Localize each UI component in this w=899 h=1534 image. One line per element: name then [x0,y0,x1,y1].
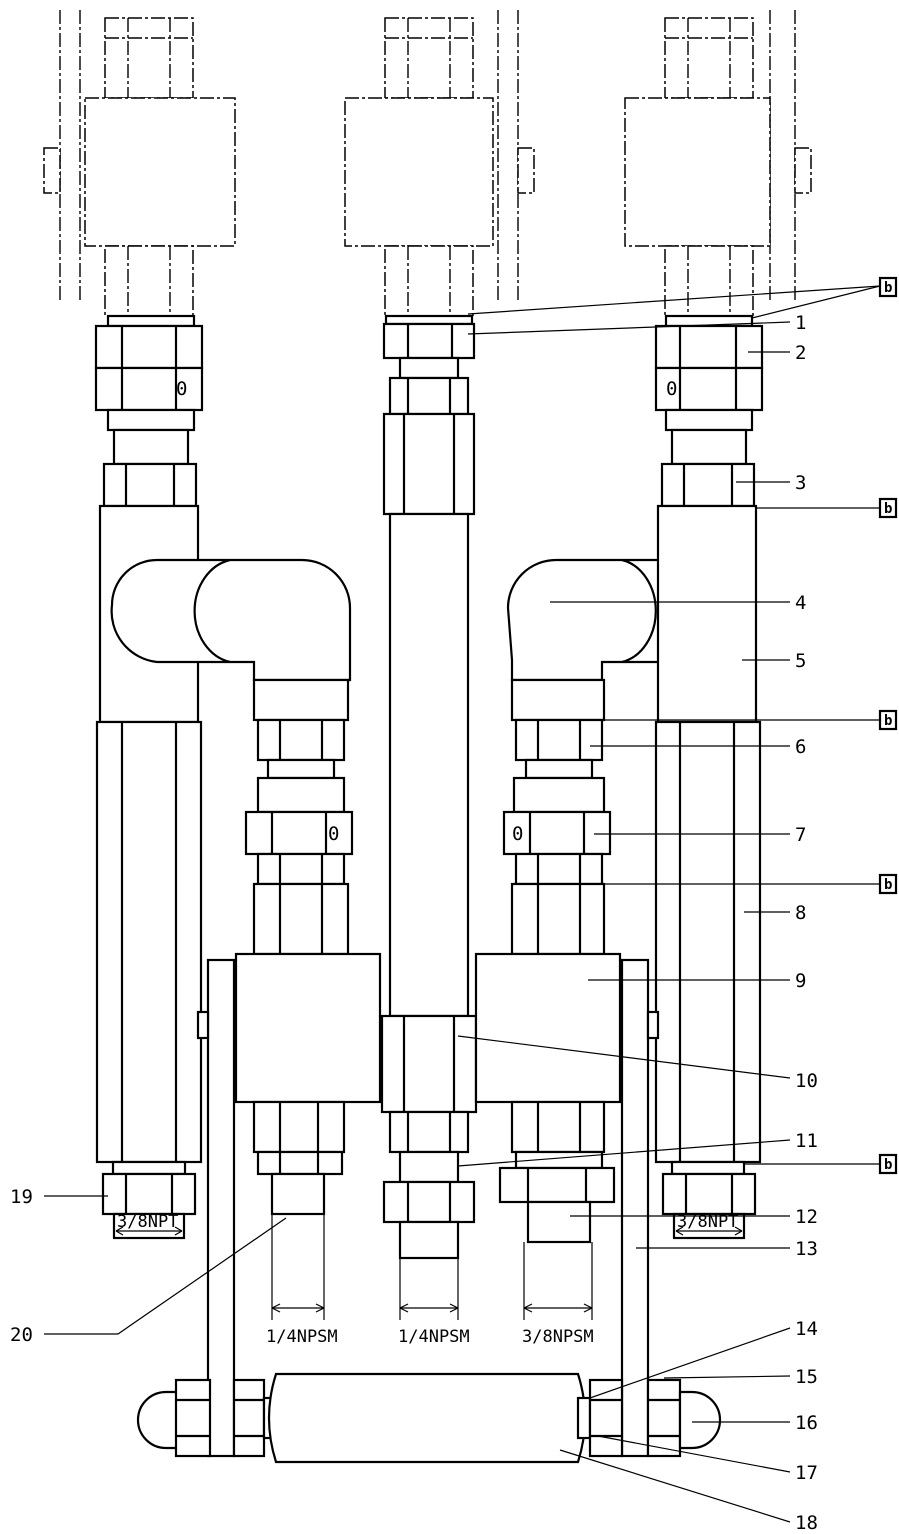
upper-phantom-units [43,10,812,317]
callout-18: 18 [795,1512,818,1534]
left-column: 0 [94,314,204,1240]
tag-box [878,276,898,298]
leader-lines [44,285,881,1523]
thread-label-right-port: 3/8NPT [677,1212,738,1232]
right-inner-column: 0 [474,718,622,1244]
center-column [380,314,478,1260]
callout-11: 11 [795,1130,818,1152]
tag-letter: b [884,280,892,296]
callout-13: 13 [795,1238,818,1260]
thread-dimensions [115,1214,743,1320]
callout-5: 5 [795,650,806,672]
callout-4: 4 [795,592,806,614]
callout-2: 2 [795,342,806,364]
callout-16: 16 [795,1412,818,1434]
tag-letter: b [884,877,892,893]
left-inner-column: 0 [234,718,382,1216]
thread-label-left-port: 3/8NPT [117,1212,178,1232]
callout-9: 9 [795,970,806,992]
callout-10: 10 [795,1070,818,1092]
tag-box [878,873,898,895]
bottom-bar-assembly [136,1372,722,1464]
thread-labels: 3/8NPT 3/8NPT 1/4NPSM 1/4NPSM 3/8NPSM [117,1212,738,1347]
thread-label-outlet-center: 1/4NPSM [398,1327,470,1347]
callout-7: 7 [795,824,806,846]
tag-box [878,497,898,519]
callout-1: 1 [795,312,806,334]
thread-label-outlet-right: 3/8NPSM [522,1327,594,1347]
callout-6: 6 [795,736,806,758]
callout-20: 20 [10,1324,33,1346]
fitting-mark: 0 [666,378,677,400]
fitting-mark: 0 [512,823,523,845]
fitting-mark: 0 [328,823,339,845]
brackets [196,958,660,1458]
callout-3: 3 [795,472,806,494]
callout-14: 14 [795,1318,818,1340]
callout-8: 8 [795,902,806,924]
fitting-mark: 0 [176,378,187,400]
tag-box [878,1153,898,1175]
callout-19: 19 [10,1186,33,1208]
callout-numbers: 1 2 3 4 5 6 7 8 9 10 11 12 13 14 15 16 1… [10,312,818,1534]
thread-label-outlet-left: 1/4NPSM [266,1327,338,1347]
left-elbow [110,558,352,722]
tag-box [878,709,898,731]
right-column: 0 [654,314,764,1240]
callout-15: 15 [795,1366,818,1388]
tag-letter: b [884,713,892,729]
tag-letter: b [884,1157,892,1173]
weld-tags: b b b b b [878,276,898,1175]
callout-12: 12 [795,1206,818,1228]
tag-letter: b [884,501,892,517]
callout-17: 17 [795,1462,818,1484]
